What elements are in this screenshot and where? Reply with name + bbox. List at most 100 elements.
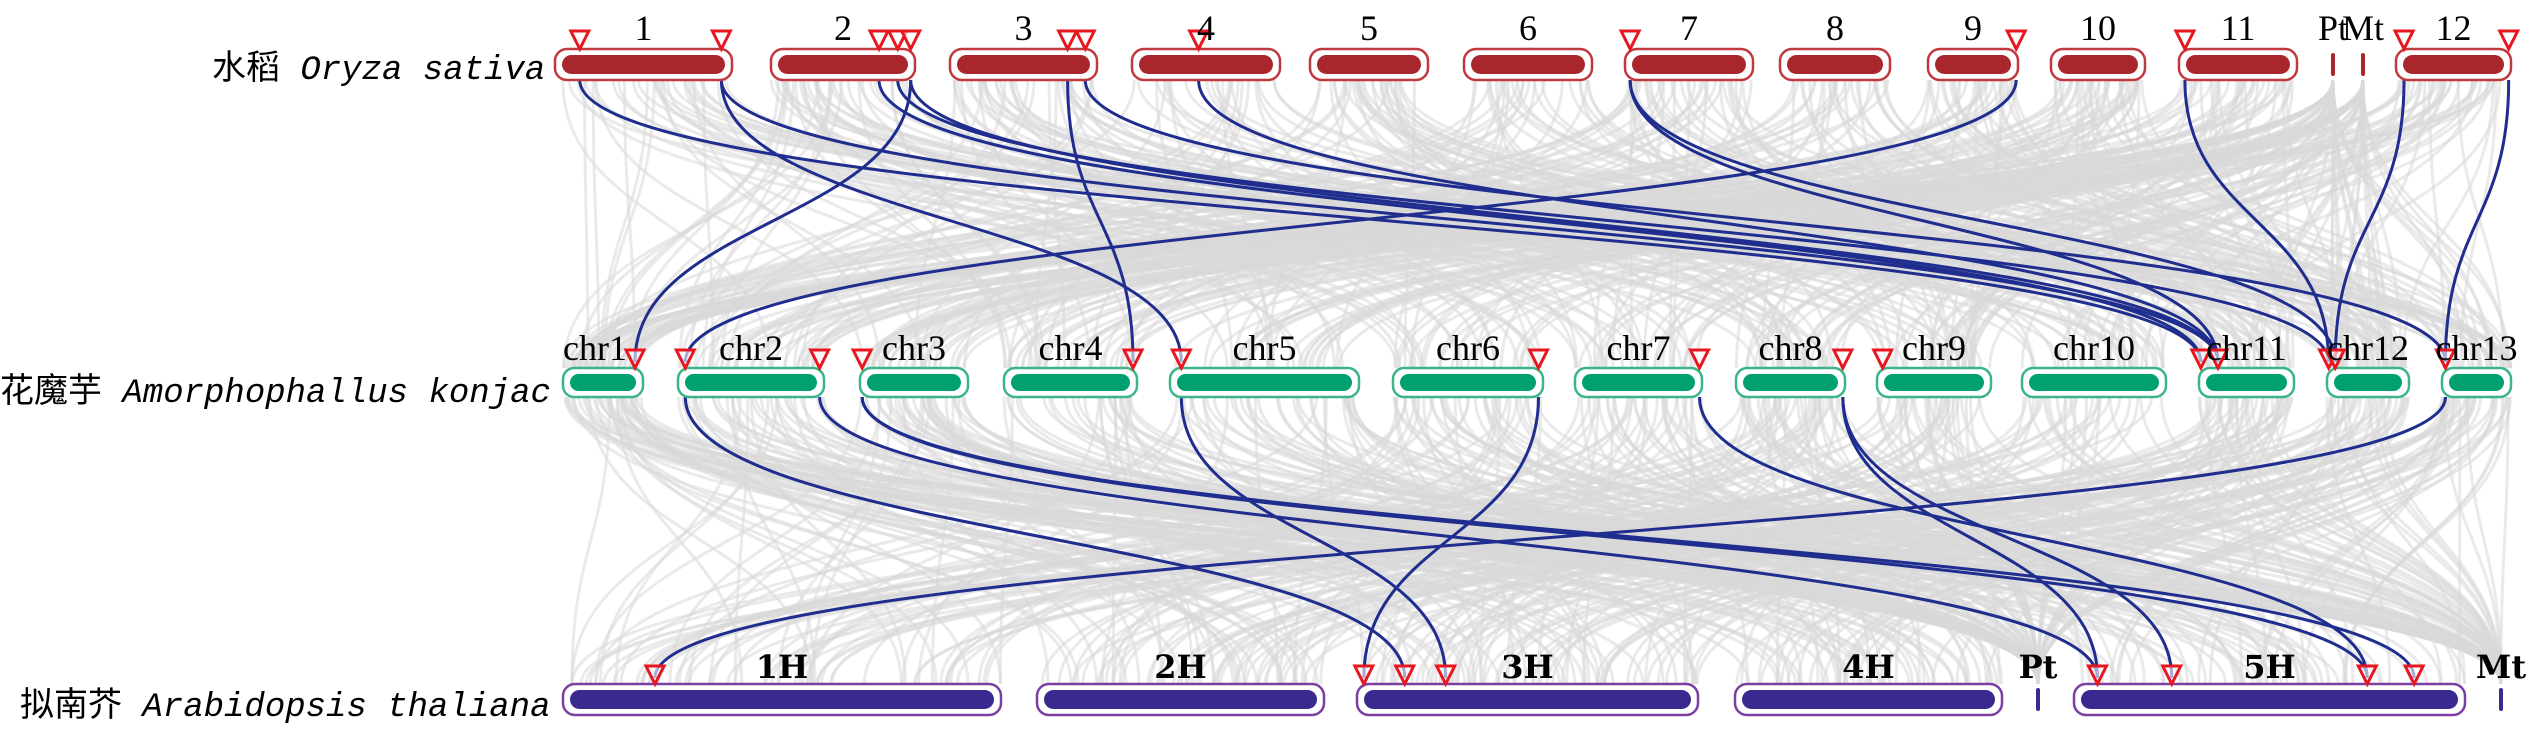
gene-marker-triangle (2395, 31, 2413, 49)
chromosome-rice-5 (1310, 49, 1428, 80)
chromosome-bar (2081, 690, 2458, 709)
chromosome-rice-Pt (2331, 53, 2335, 76)
chromosome-label: Mt (2342, 8, 2384, 48)
species-cn: 水稻 (212, 52, 280, 90)
chromosome-rice-10 (2051, 49, 2145, 80)
chromosome-label: Mt (2476, 648, 2526, 686)
chromosome-bar (957, 55, 1090, 74)
chromosome-rice-7 (1625, 49, 1753, 80)
chromosome-arabidopsis-5H (2074, 684, 2465, 715)
chromosome-konjac-chr11 (2199, 368, 2294, 397)
chromosome-konjac-chr2 (678, 368, 824, 397)
chromosome-bar (1582, 374, 1695, 391)
chromosome-rice-6 (1464, 49, 1592, 80)
gene-marker-triangle (2500, 31, 2518, 49)
chromosome-konjac-chr3 (860, 368, 968, 397)
chromosome-label: 4H (1842, 648, 1895, 686)
chromosome-arabidopsis-Pt (2036, 688, 2040, 711)
chromosome-rice-1 (555, 49, 732, 80)
gene-marker-triangle (1355, 666, 1373, 684)
chromosome-label: chr5 (1233, 328, 1297, 368)
chromosome-konjac-chr8 (1736, 368, 1845, 397)
chromosome-rice-8 (1780, 49, 1890, 80)
species-cn: 花魔芋 (0, 375, 102, 413)
chromosome-label: 11 (2221, 8, 2256, 48)
chromosome-label: 7 (1680, 8, 1698, 48)
chromosome-bar (685, 374, 817, 391)
chromosome-bar (570, 690, 994, 709)
species-label-arabidopsis: 拟南芥 Arabidopsis thaliana (20, 677, 550, 727)
chromosome-bar (1935, 55, 2011, 74)
chromosome-konjac-chr5 (1170, 368, 1359, 397)
chromosome-bar (2449, 374, 2504, 391)
chromosome-bar (867, 374, 961, 391)
species-latin: Amorphophallus konjac (122, 375, 550, 413)
chromosome-konjac-chr12 (2327, 368, 2409, 397)
chromosome-label: 1 (635, 8, 653, 48)
chromosome-arabidopsis-2H (1037, 684, 1324, 715)
chromosome-bar (2036, 688, 2040, 711)
gene-marker-triangle (712, 31, 730, 49)
chromosome-arabidopsis-1H (563, 684, 1001, 715)
chromosome-bar (1044, 690, 1317, 709)
chromosome-label: 12 (2436, 8, 2472, 48)
chromosome-label: Pt (2019, 648, 2058, 686)
species-cn: 拟南芥 (20, 689, 122, 727)
chromosome-konjac-chr10 (2022, 368, 2166, 397)
chromosome-label: chr1 (563, 328, 627, 368)
chromosome-label: 1H (756, 648, 809, 686)
gene-marker-triangle (1076, 31, 1094, 49)
chromosome-label: chr10 (2053, 328, 2135, 368)
chromosome-bar (2334, 374, 2402, 391)
chromosome-rice-4 (1132, 49, 1280, 80)
chromosome-label: chr3 (882, 328, 946, 368)
chromosome-label: 2 (834, 8, 852, 48)
gene-marker-triangle (1874, 350, 1892, 368)
chromosome-label: 3 (1015, 8, 1033, 48)
chromosome-bar (2186, 55, 2290, 74)
chromosome-arabidopsis-3H (1357, 684, 1698, 715)
chromosome-bar (1317, 55, 1421, 74)
chromosome-bar (1177, 374, 1352, 391)
chromosome-konjac-chr6 (1393, 368, 1543, 397)
background-link (585, 80, 588, 368)
chromosome-bar (2499, 688, 2503, 711)
chromosome-bar (2361, 53, 2365, 76)
chromosome-label: chr4 (1039, 328, 1103, 368)
chromosome-arabidopsis-Mt (2499, 688, 2503, 711)
chromosome-label: 8 (1826, 8, 1844, 48)
chromosome-bar (2331, 53, 2335, 76)
chromosome-label: 9 (1964, 8, 1982, 48)
gene-marker-triangle (2358, 666, 2376, 684)
gene-marker-triangle (1059, 31, 1077, 49)
chromosome-label: 3H (1501, 648, 1554, 686)
gene-marker-triangle (902, 31, 920, 49)
chromosome-label: chr2 (719, 328, 783, 368)
species-latin: Arabidopsis thaliana (142, 689, 550, 727)
chromosome-bar (570, 374, 636, 391)
chromosome-label: 5H (2243, 648, 2296, 686)
chromosome-label: 5 (1360, 8, 1378, 48)
gene-marker-triangle (2176, 31, 2194, 49)
chromosome-label: chr12 (2327, 328, 2409, 368)
chromosome-bar (1743, 374, 1838, 391)
species-latin: Oryza sativa (300, 52, 545, 90)
gene-marker-triangle (1834, 350, 1852, 368)
chromosome-bar (1884, 374, 1984, 391)
chromosome-konjac-chr13 (2442, 368, 2511, 397)
chromosome-konjac-chr4 (1004, 368, 1137, 397)
chromosome-label: chr9 (1902, 328, 1966, 368)
chromosome-rice-3 (950, 49, 1097, 80)
chromosome-label: chr7 (1607, 328, 1671, 368)
chromosome-rice-11 (2179, 49, 2297, 80)
chromosome-label: 2H (1154, 648, 1207, 686)
chromosome-label: 10 (2080, 8, 2116, 48)
chromosome-label: 6 (1519, 8, 1537, 48)
gene-marker-triangle (870, 31, 888, 49)
chromosome-label: 4 (1197, 8, 1215, 48)
species-label-konjac: 花魔芋 Amorphophallus konjac (0, 363, 551, 413)
chromosome-rice-2 (771, 49, 915, 80)
gene-marker-triangle (1621, 31, 1639, 49)
chromosome-bar (1787, 55, 1883, 74)
